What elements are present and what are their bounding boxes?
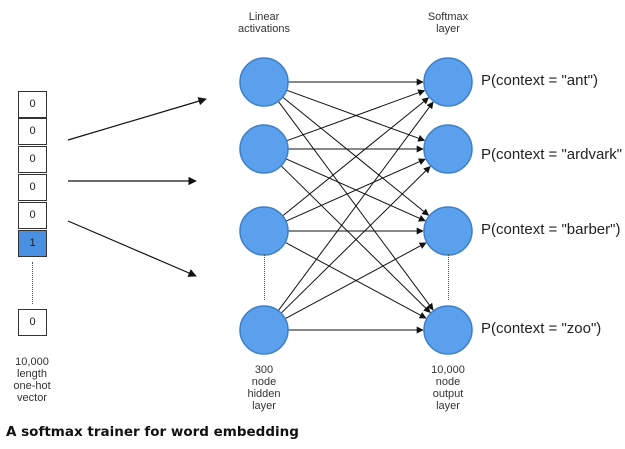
hidden-layer-ellipsis bbox=[264, 254, 265, 300]
vector-cell: 0 bbox=[18, 174, 47, 201]
connection-edge bbox=[284, 242, 427, 320]
hidden-node bbox=[239, 57, 289, 107]
vector-cell: 0 bbox=[18, 146, 47, 173]
connection-edge bbox=[277, 101, 434, 312]
vector-cell-hot: 1 bbox=[18, 230, 47, 257]
hidden-node bbox=[239, 305, 289, 355]
output-probability-barber: P(context = "barber") bbox=[481, 221, 621, 238]
input-arrow bbox=[67, 220, 197, 277]
hidden-node bbox=[239, 124, 289, 174]
linear-activations-label: Linear activations bbox=[238, 11, 290, 35]
vector-cell-last: 0 bbox=[18, 309, 47, 336]
vector-cell: 0 bbox=[18, 118, 47, 145]
output-layer-ellipsis bbox=[448, 254, 449, 300]
output-node bbox=[423, 124, 473, 174]
input-arrows bbox=[67, 97, 207, 277]
vector-ellipsis bbox=[32, 262, 33, 304]
hidden-layer-label: 300 node hidden layer bbox=[247, 364, 281, 412]
output-probability-zoo: P(context = "zoo") bbox=[481, 320, 602, 337]
hidden-node bbox=[239, 206, 289, 256]
input-arrow bbox=[67, 97, 207, 141]
connection-edges bbox=[277, 78, 434, 334]
connection-edge bbox=[285, 158, 426, 222]
connection-edge bbox=[286, 89, 426, 142]
output-layer-label: 10,000 node output layer bbox=[431, 364, 465, 412]
connection-edge bbox=[282, 97, 430, 217]
vector-cell: 0 bbox=[18, 91, 47, 118]
softmax-layer-label: Softmax layer bbox=[427, 11, 469, 35]
input-vector-label: 10,000 length one-hot vector bbox=[13, 356, 51, 404]
output-node bbox=[423, 206, 473, 256]
connection-edge bbox=[280, 166, 431, 314]
network-nodes bbox=[239, 57, 473, 355]
output-probability-ant: P(context = "ant") bbox=[481, 72, 598, 89]
vector-cell: 0 bbox=[18, 202, 47, 229]
figure-caption: A softmax trainer for word embedding bbox=[6, 424, 299, 440]
output-node bbox=[423, 57, 473, 107]
output-node bbox=[423, 305, 473, 355]
output-probability-ardvark: P(context = "ardvark" bbox=[481, 146, 623, 163]
